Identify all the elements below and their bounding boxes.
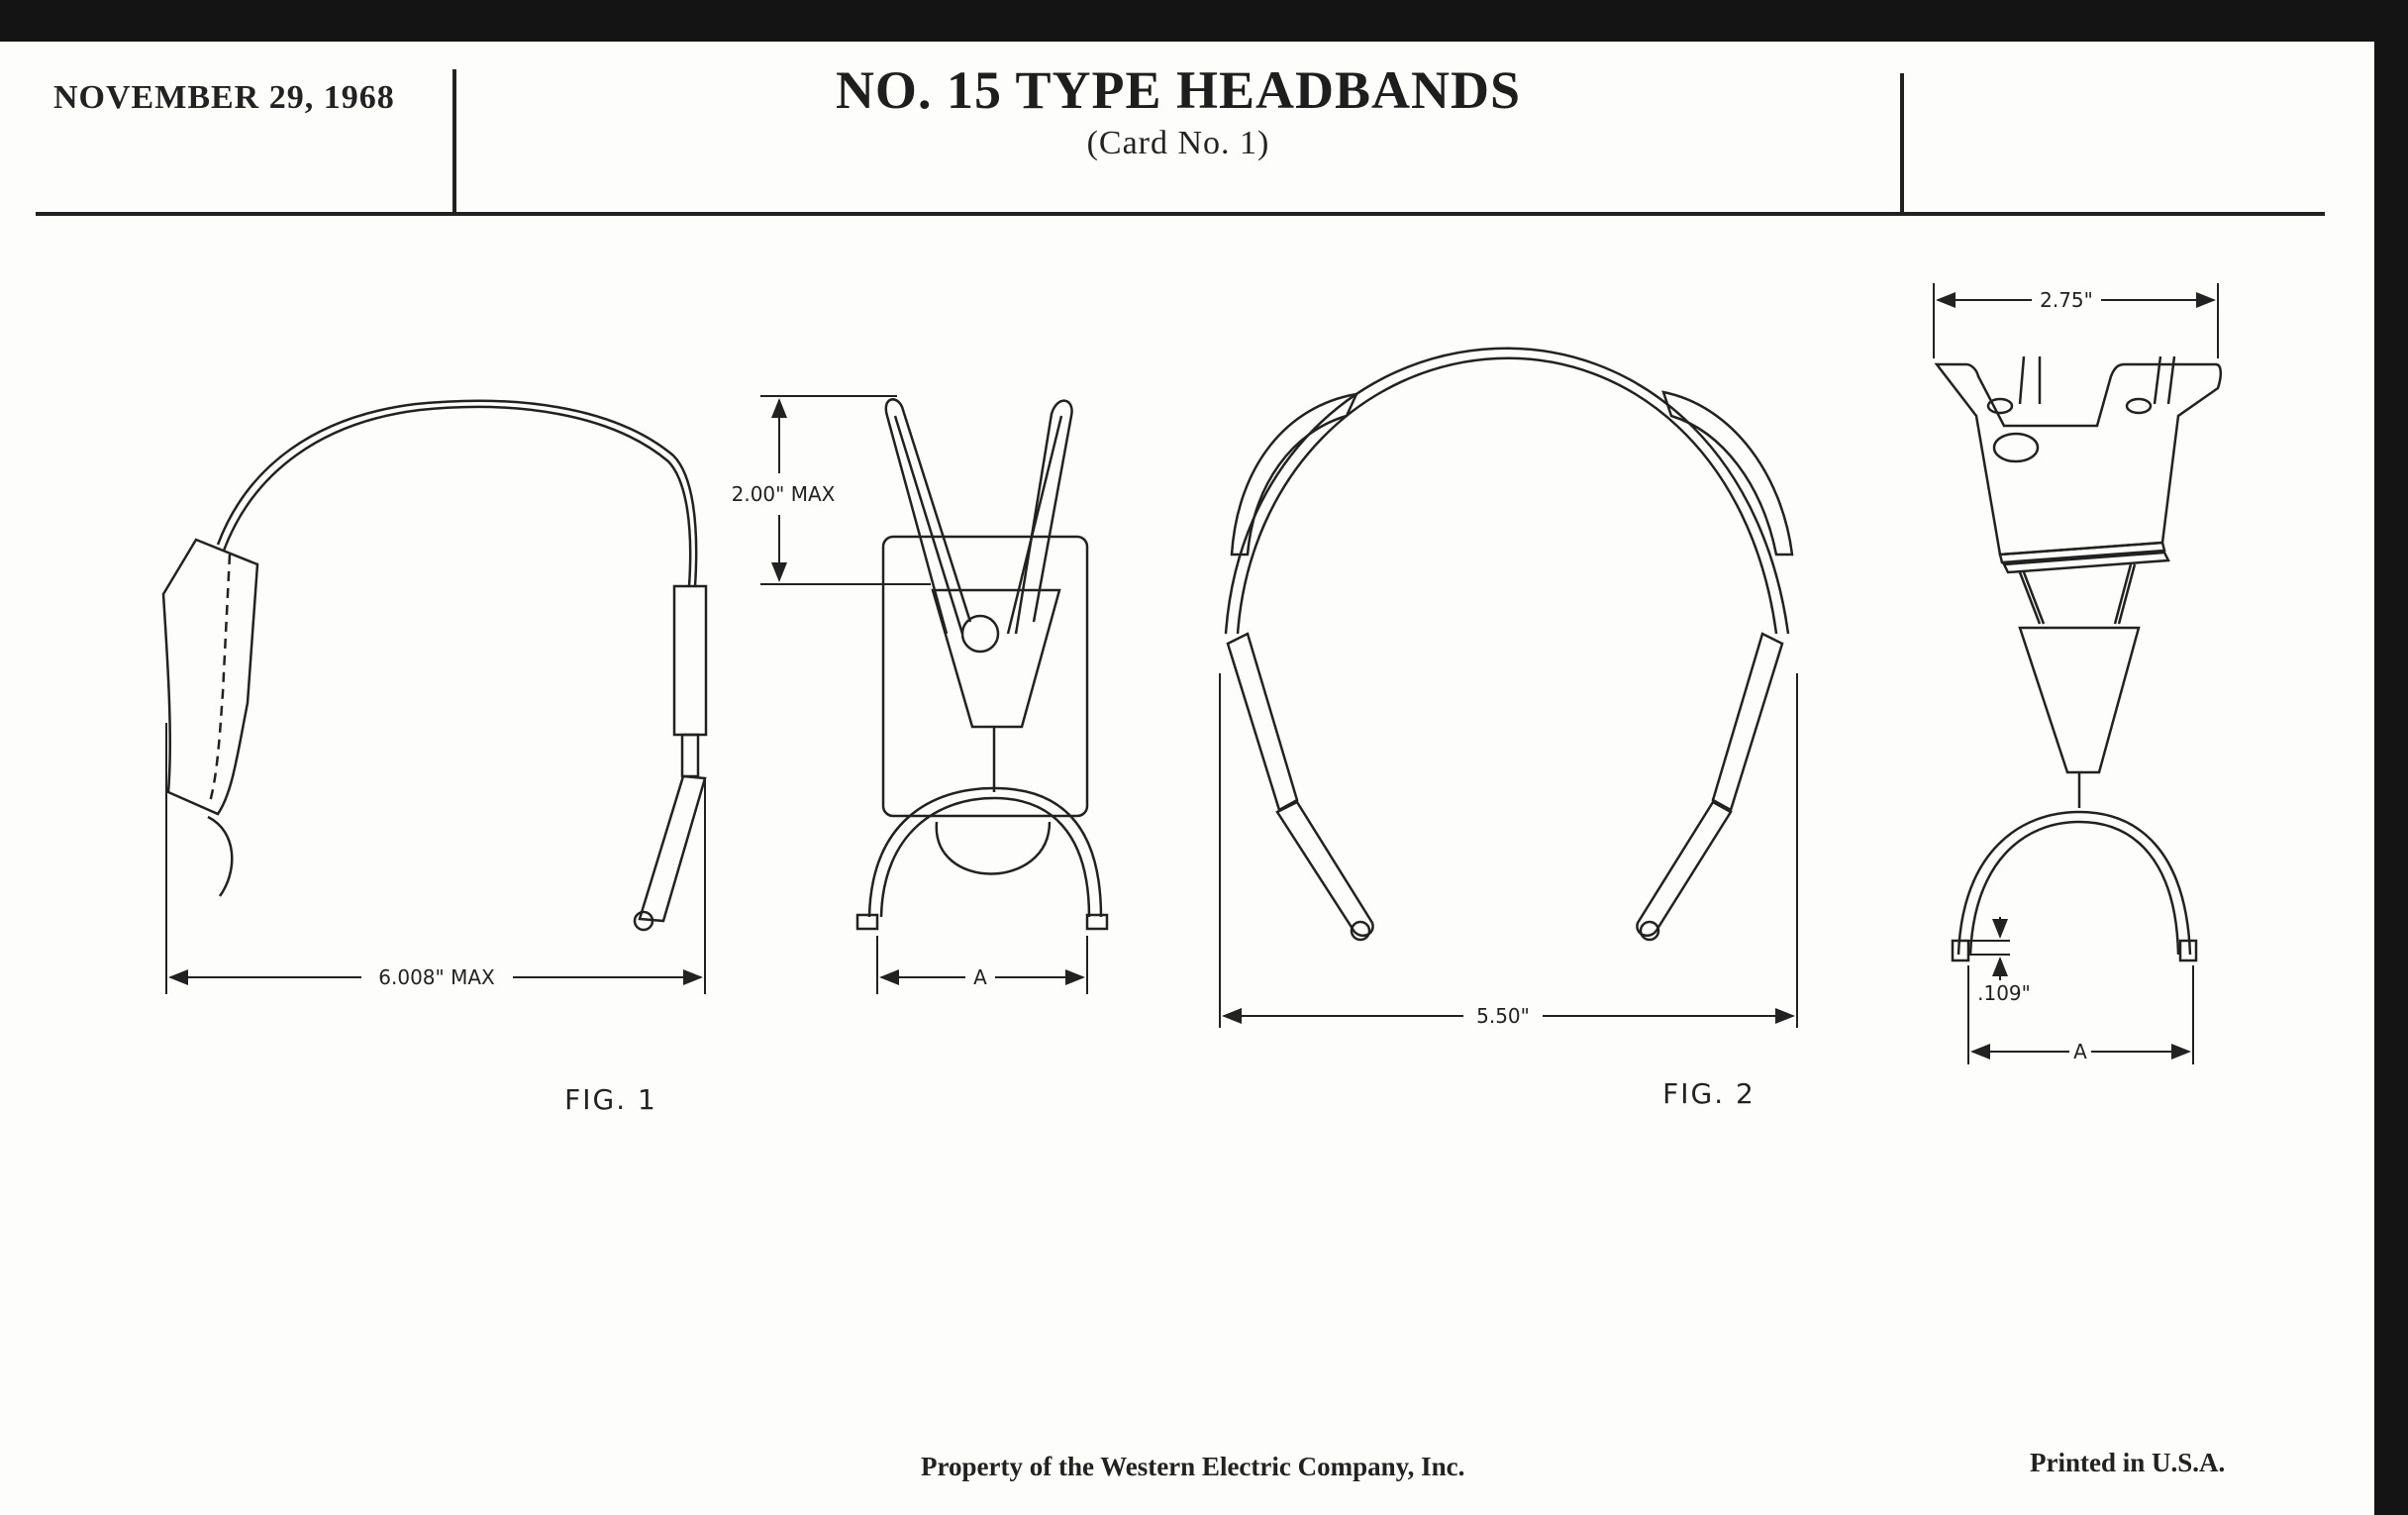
fig2-front-view <box>1224 347 1794 942</box>
header-rules <box>36 69 2325 216</box>
footer-property: Property of the Western Electric Company… <box>921 1452 1465 1481</box>
dim-200-max: 2.00" MAX <box>732 482 836 506</box>
fig1-front-view <box>855 398 1109 931</box>
dim-109: .109" <box>1977 981 2031 1005</box>
fig2-side-view <box>1934 355 2222 962</box>
dim-275: 2.75" <box>2040 288 2093 312</box>
document-card <box>0 42 2374 1515</box>
page-title: NO. 15 TYPE HEADBANDS <box>835 60 1522 120</box>
fig1-front-dimensions <box>760 395 1088 994</box>
fig2-label: FIG. 2 <box>1662 1077 1756 1110</box>
header-date: NOVEMBER 29, 1968 <box>53 79 395 116</box>
fig1-side-view <box>161 399 708 932</box>
fig2-side-dimensions <box>1933 283 2219 1064</box>
dim-6008-max: 6.008" MAX <box>378 965 495 989</box>
fig1-side-dimensions <box>165 723 706 994</box>
footer-printed: Printed in U.S.A. <box>2030 1448 2226 1477</box>
dim-a-fig2: A <box>2073 1040 2087 1063</box>
fig2-front-dimensions <box>1219 673 1798 1028</box>
fig1-label: FIG. 1 <box>564 1083 657 1116</box>
dim-a-fig1: A <box>973 965 987 989</box>
dim-550: 5.50" <box>1476 1004 1530 1028</box>
page-subtitle: (Card No. 1) <box>1086 125 1270 161</box>
